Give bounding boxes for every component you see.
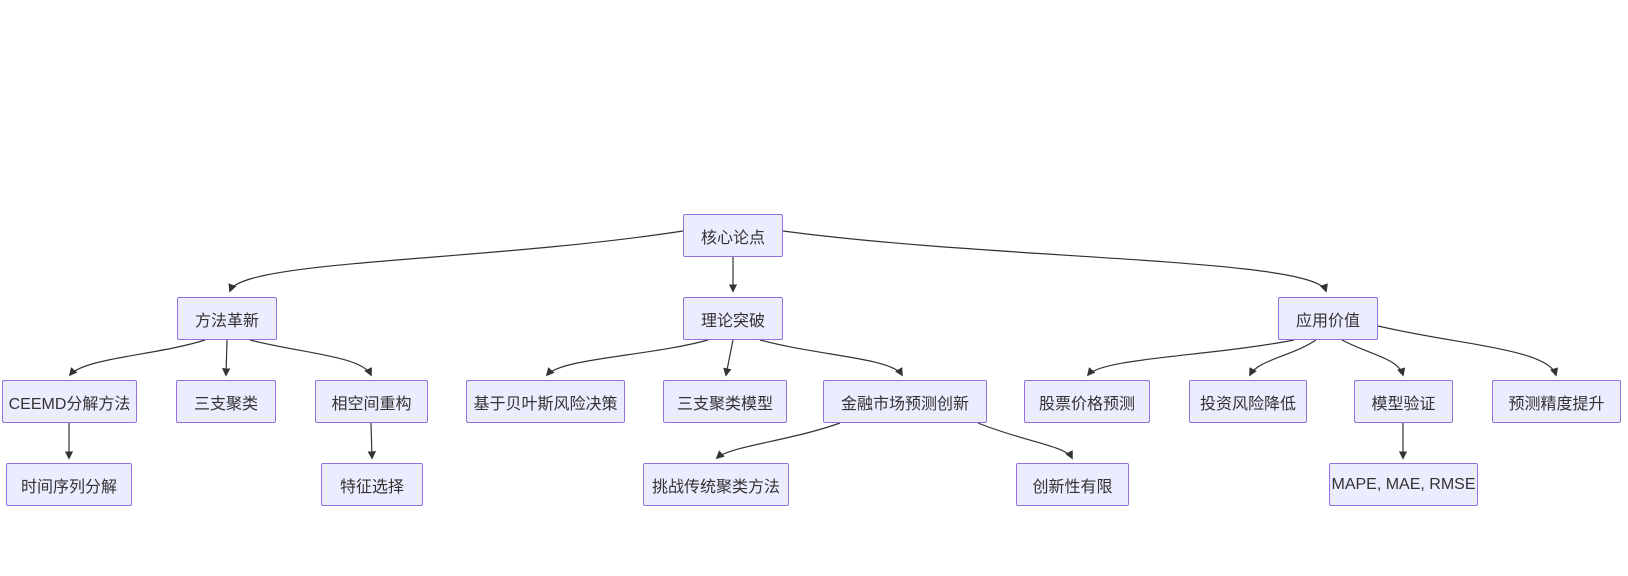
edge-method-to-ceemd [68, 339, 206, 377]
node-ceemd-decomposition: CEEMD分解方法 [2, 380, 137, 423]
node-bayesian-risk-decision: 基于贝叶斯风险决策 [466, 380, 625, 423]
edge-phase-to-feature [367, 422, 377, 460]
node-error-metrics: MAPE, MAE, RMSE [1329, 463, 1478, 506]
node-three-way-cluster-model: 三支聚类模型 [663, 380, 787, 423]
edge-application-to-validation [1341, 339, 1406, 377]
edge-application-to-precision [1377, 325, 1559, 377]
node-method-innovation: 方法革新 [177, 297, 277, 340]
node-model-validation: 模型验证 [1354, 380, 1453, 423]
node-limited-novelty: 创新性有限 [1016, 463, 1129, 506]
edge-core-to-method [228, 230, 684, 293]
edge-core-to-application [782, 230, 1328, 293]
edge-theory-to-bayes [545, 339, 709, 377]
edge-theory-to-finance [759, 339, 903, 377]
node-stock-price-prediction: 股票价格预测 [1024, 380, 1150, 423]
node-theory-breakthrough: 理论突破 [683, 297, 783, 340]
node-application-value: 应用价值 [1278, 297, 1378, 340]
edge-application-to-stock [1086, 339, 1295, 377]
node-phase-space-reconstruction: 相空间重构 [315, 380, 428, 423]
node-feature-selection: 特征选择 [321, 463, 423, 506]
edge-finance-to-limited [977, 422, 1073, 460]
node-time-series-decomposition: 时间序列分解 [6, 463, 132, 506]
edge-method-to-phase [249, 339, 372, 377]
node-core-argument: 核心论点 [683, 214, 783, 257]
edge-method-to-threeway [221, 339, 231, 377]
edge-application-to-risk [1249, 339, 1317, 377]
edge-finance-to-challenge [715, 422, 841, 460]
node-financial-market-forecast-innovation: 金融市场预测创新 [823, 380, 987, 423]
node-forecast-accuracy-improvement: 预测精度提升 [1492, 380, 1621, 423]
node-three-way-clustering: 三支聚类 [176, 380, 276, 423]
edge-theory-to-threewaymodel [723, 339, 734, 377]
node-challenge-traditional-clustering: 挑战传统聚类方法 [643, 463, 789, 506]
node-investment-risk-reduction: 投资风险降低 [1189, 380, 1307, 423]
